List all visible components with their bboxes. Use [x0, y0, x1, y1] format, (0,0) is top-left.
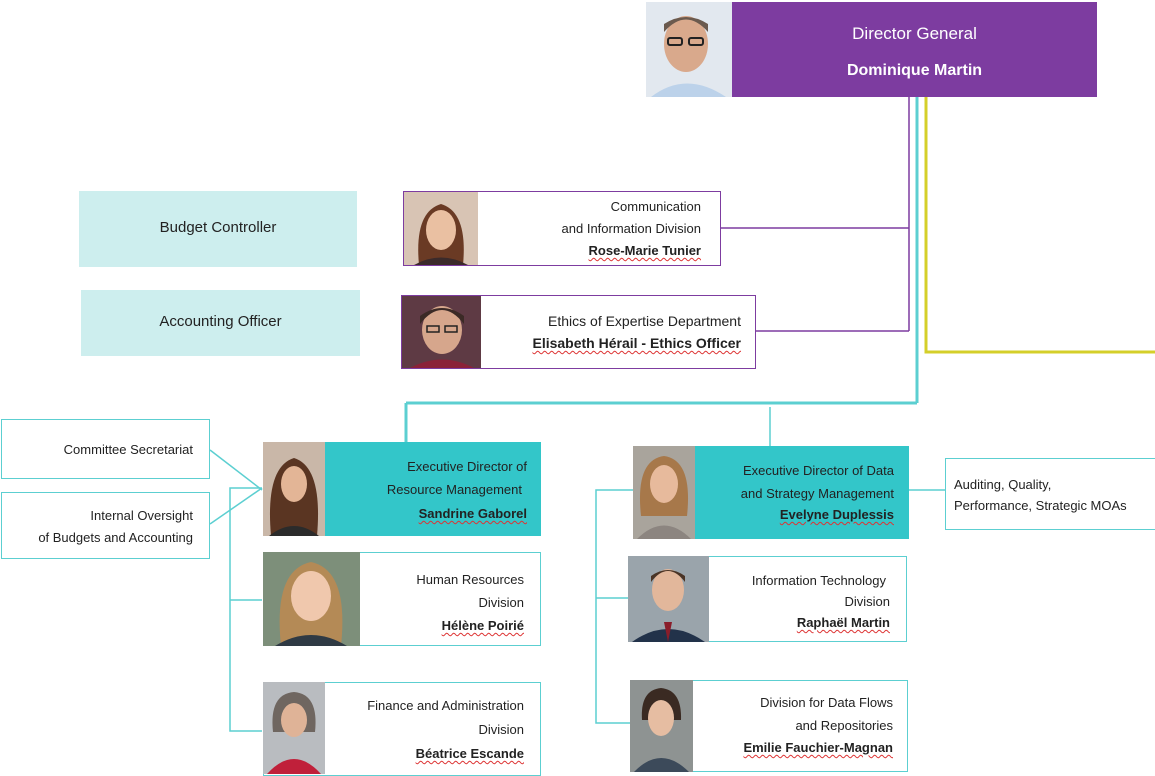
connector-oversight — [209, 487, 263, 525]
accounting-officer-box: Accounting Officer — [81, 290, 360, 356]
connector-data-divisions — [595, 489, 633, 724]
communication-line2: and Information Division — [561, 221, 701, 236]
resource-management-photo — [263, 442, 325, 536]
data-strategy-line1: Executive Director of Data — [742, 463, 894, 478]
internal-oversight-box: Internal Oversight of Budgets and Accoun… — [1, 492, 210, 559]
data-flows-name: Emilie Fauchier-Magnan — [743, 740, 893, 755]
ethics-line1: Ethics of Expertise Department — [548, 313, 741, 329]
internal-oversight-line2: of Budgets and Accounting — [38, 530, 193, 545]
it-line2: Division — [844, 594, 890, 609]
it-line1: Information Technology — [751, 573, 886, 588]
connector-yellow — [924, 97, 1155, 354]
data-strategy-name: Evelyne Duplessis — [779, 507, 894, 522]
director-photo — [646, 2, 732, 97]
auditing-line2: Performance, Strategic MOAs — [954, 498, 1127, 513]
hr-photo — [263, 552, 360, 646]
ethics-name: Elisabeth Hérail - Ethics Officer — [532, 335, 741, 351]
connector-resource-divisions — [229, 487, 262, 732]
finance-name: Béatrice Escande — [415, 746, 524, 761]
finance-line2: Division — [478, 722, 524, 737]
data-strategy-photo — [633, 446, 695, 539]
resource-management-line2: Resource Management — [386, 482, 522, 497]
data-flows-photo — [630, 680, 693, 772]
internal-oversight-line1: Internal Oversight — [90, 508, 193, 523]
resource-management-name: Sandrine Gaborel — [418, 506, 527, 521]
communication-photo — [404, 192, 478, 265]
resource-management-line1: Executive Director of — [407, 459, 527, 474]
director-name: Dominique Martin — [846, 62, 983, 79]
data-flows-line2: and Repositories — [795, 718, 893, 733]
data-strategy-line2: and Strategy Management — [740, 486, 894, 501]
connector-committee — [209, 449, 263, 491]
hr-line2: Division — [478, 595, 524, 610]
finance-photo — [263, 682, 325, 774]
hr-name: Hélène Poirié — [441, 618, 524, 633]
communication-name: Rose-Marie Tunier — [588, 243, 701, 258]
budget-controller-box: Budget Controller — [79, 191, 357, 267]
accounting-officer-label: Accounting Officer — [159, 313, 282, 330]
ethics-photo — [402, 296, 481, 368]
communication-line1: Communication — [610, 199, 701, 214]
hr-line1: Human Resources — [416, 572, 524, 587]
committee-secretariat-label: Committee Secretariat — [63, 442, 193, 457]
it-photo — [628, 556, 709, 642]
committee-secretariat-box: Committee Secretariat — [1, 419, 210, 479]
director-box: Director General Dominique Martin — [732, 2, 1097, 97]
auditing-box: Auditing, Quality, Performance, Strategi… — [945, 458, 1155, 530]
data-flows-line1: Division for Data Flows — [760, 695, 893, 710]
auditing-line1: Auditing, Quality, — [954, 477, 1052, 492]
finance-line1: Finance and Administration — [367, 698, 524, 713]
director-title: Director General — [852, 24, 977, 43]
budget-controller-label: Budget Controller — [159, 219, 277, 236]
it-name: Raphaël Martin — [796, 615, 890, 630]
